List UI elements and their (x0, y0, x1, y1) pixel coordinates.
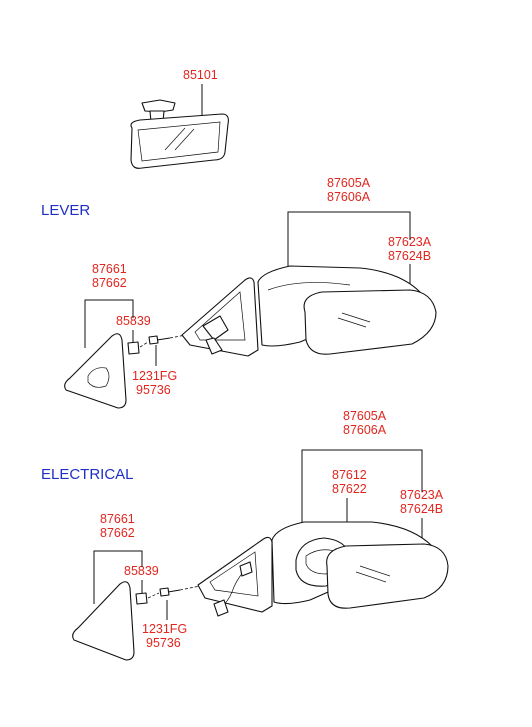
section-label-electrical: ELECTRICAL (41, 466, 134, 483)
part-number-85101[interactable]: 85101 (183, 68, 218, 82)
mirror-base (197, 536, 273, 613)
part-number-85839[interactable]: 85839 (124, 564, 159, 578)
part-number-87662[interactable]: 87662 (100, 526, 135, 540)
glass-reflection (341, 312, 371, 323)
rear-view-mirror: 85101 (130, 68, 229, 169)
part-number-87661[interactable]: 87661 (100, 512, 135, 526)
rear-view-mirror-body (130, 113, 229, 169)
part-number-1231fg[interactable]: 1231FG (132, 369, 177, 383)
part-number-87622[interactable]: 87622 (332, 482, 367, 496)
part-number-87623a[interactable]: 87623A (388, 235, 432, 249)
screw-shaft (167, 589, 181, 593)
screw-head (159, 587, 170, 597)
mirror-glass (137, 121, 221, 162)
part-number-87606a[interactable]: 87606A (343, 423, 387, 437)
leader-bracket (93, 550, 143, 604)
inner-cover-triangle (72, 581, 135, 661)
electrical-mirror-group: 87605A 87606A 87612 87622 87623A 87624B … (72, 409, 449, 661)
mirror-mount (141, 99, 176, 113)
wiring-connector (213, 599, 229, 617)
glass-reflection (359, 565, 391, 577)
housing-contour (267, 282, 351, 291)
lever-mirror-group: 87605A 87606A 87623A 87624B 87661 87662 … (64, 176, 437, 409)
part-number-95736[interactable]: 95736 (146, 636, 181, 650)
part-number-87612[interactable]: 87612 (332, 468, 367, 482)
base-inner-panel (194, 291, 246, 341)
lever-mechanism (202, 315, 229, 341)
assembly-axis (147, 592, 160, 599)
clip-85839 (135, 592, 148, 605)
part-number-87605a[interactable]: 87605A (343, 409, 387, 423)
part-number-87624b[interactable]: 87624B (388, 249, 431, 263)
glass-reflection (164, 127, 186, 151)
part-number-87623a[interactable]: 87623A (400, 488, 444, 502)
cover-grommet (87, 367, 110, 388)
glass-reflection (337, 317, 367, 328)
inner-cover-triangle (64, 333, 127, 409)
glass-reflection (174, 128, 195, 151)
part-number-87661[interactable]: 87661 (92, 262, 127, 276)
leader-bracket (301, 449, 423, 525)
adjust-lever-knob (205, 337, 223, 355)
part-number-87606a[interactable]: 87606A (327, 190, 371, 204)
part-number-87662[interactable]: 87662 (92, 276, 127, 290)
mirror-glass-87623a (326, 543, 449, 609)
part-number-95736[interactable]: 95736 (136, 383, 171, 397)
part-number-87605a[interactable]: 87605A (327, 176, 371, 190)
harness-clip (239, 561, 253, 577)
assembly-axis (139, 341, 149, 348)
screw-head (148, 335, 159, 345)
leader-bracket (287, 211, 411, 268)
screw-shaft (156, 337, 171, 341)
base-inner-panel (209, 551, 259, 597)
clip-85839 (127, 341, 140, 355)
section-label-lever: LEVER (41, 202, 90, 219)
part-number-1231fg[interactable]: 1231FG (142, 622, 187, 636)
glass-reflection (355, 571, 387, 583)
part-number-87624b[interactable]: 87624B (400, 502, 443, 516)
leader-bracket (84, 299, 134, 348)
mirror-glass-87623a (303, 289, 437, 355)
part-number-85839[interactable]: 85839 (116, 314, 151, 328)
